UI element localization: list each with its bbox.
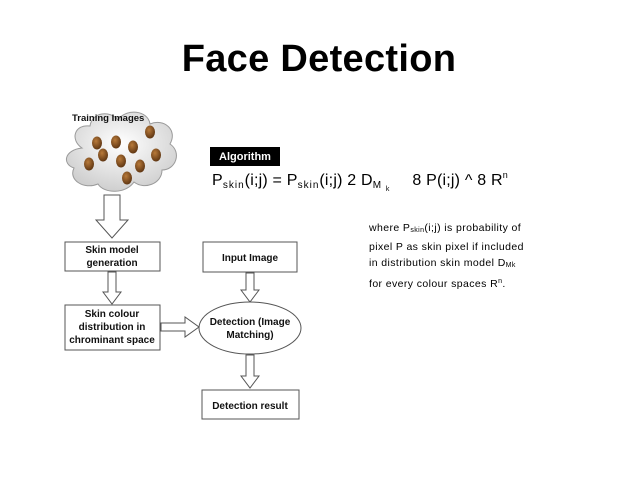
formula-rhs: 8 P(i;j) ^ 8 R <box>412 172 503 189</box>
formula-skin-sub: skin <box>222 180 245 191</box>
algorithm-badge: Algorithm <box>210 147 280 166</box>
training-face-samples <box>84 125 161 185</box>
formula-p2: P <box>286 172 298 189</box>
skin-model-label-line2: generation <box>86 258 137 269</box>
skin-model-generation-box <box>64 241 161 272</box>
skin-colour-label-line3: chrominant space <box>69 335 155 346</box>
detection-result-box <box>201 389 300 420</box>
detection-label-line2: Matching) <box>226 330 273 341</box>
page-title: Face Detection <box>181 38 457 80</box>
formula-m-sub: M <box>372 180 383 191</box>
skin-model-label-line1: Skin model <box>85 245 139 256</box>
note-line-3: in distribution skin model DMk <box>369 257 516 269</box>
note-line-1: where Pskin(i;j) is probability of <box>369 222 522 234</box>
arrow-detection-to-result <box>240 354 260 389</box>
arrow-cloud-to-model <box>94 194 130 239</box>
formula-n-sup: n <box>502 170 508 180</box>
formula-explanation: where Pskin(i;j) is probability of pixel… <box>369 220 524 292</box>
formula-p: P <box>212 172 223 189</box>
input-image-box <box>202 241 298 273</box>
detection-matching-ellipse <box>198 301 302 355</box>
skin-colour-label-line1: Skin colour <box>85 309 140 320</box>
formula-k-sub: k <box>385 186 391 193</box>
note-line-2: pixel P as skin pixel if included <box>369 241 524 253</box>
input-image-label: Input Image <box>222 253 279 264</box>
skin-probability-formula: Pskin(i;j) = Pskin(i;j) 2 DM k8 P(i;j) ^… <box>212 170 508 193</box>
training-images-label: Training Images <box>72 113 144 124</box>
arrow-input-to-detection <box>240 272 260 303</box>
arrow-model-to-distribution <box>102 271 122 305</box>
note-line-4: for every colour spaces Rn. <box>369 278 506 290</box>
detection-result-label: Detection result <box>212 401 288 412</box>
formula-ij-in-d: (i;j) 2 D <box>319 172 373 189</box>
detection-label-line1: Detection (Image <box>210 317 291 328</box>
skin-colour-distribution-box <box>64 304 161 351</box>
skin-colour-label-line2: distribution in <box>79 322 146 333</box>
arrow-distribution-to-detection <box>160 316 200 338</box>
formula-ij-eq: (i;j) = <box>244 172 287 189</box>
formula-skin-sub-2: skin <box>297 180 320 191</box>
